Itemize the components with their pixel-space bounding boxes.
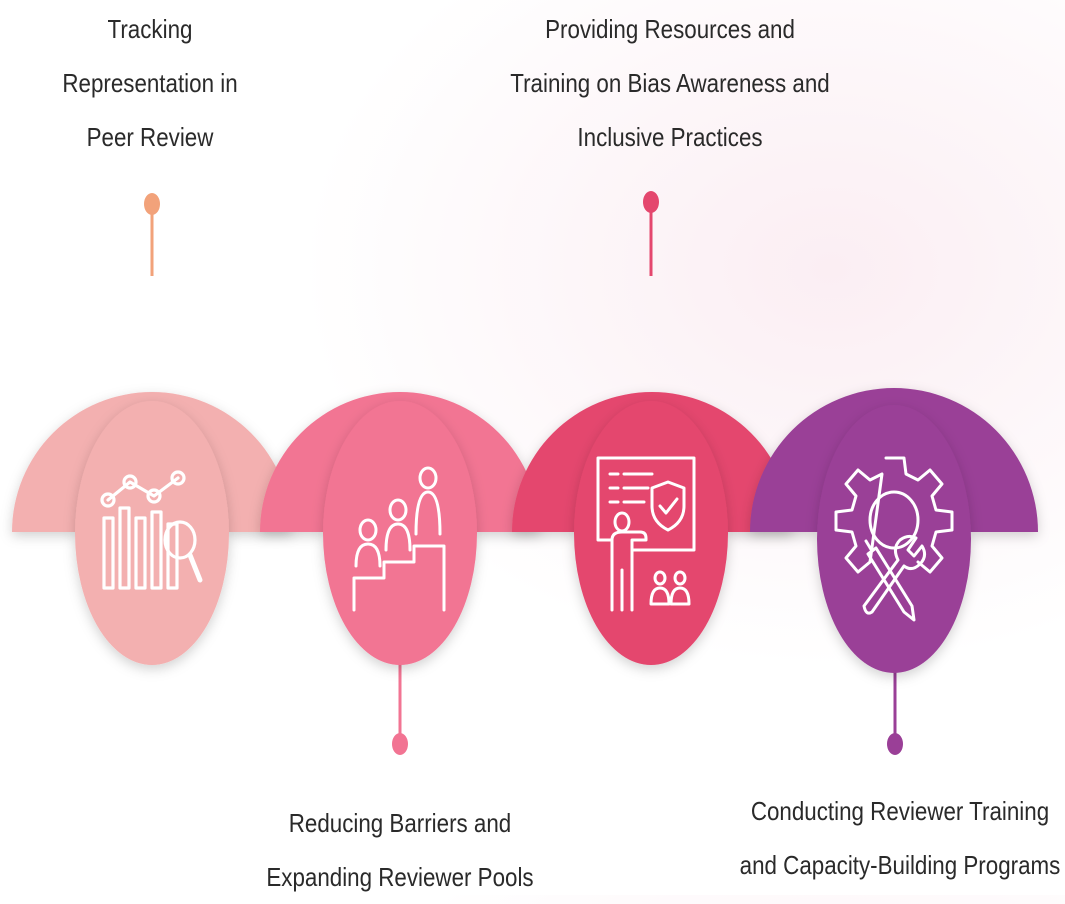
- circle-step-2: [323, 401, 477, 665]
- step-4-label-line: Conducting Reviewer Training: [750, 796, 1050, 826]
- step-3-label-line: Training on Bias Awareness and: [510, 68, 830, 98]
- step-2-label-line: Expanding Reviewer Pools: [266, 862, 534, 892]
- connector-step-3: [643, 191, 659, 276]
- connector-step-1: [144, 193, 160, 276]
- step-3-label-line: Inclusive Practices: [577, 122, 763, 152]
- step-1-label-line: Tracking: [107, 14, 193, 44]
- step-3-label: Providing Resources and Training on Bias…: [455, 2, 885, 164]
- step-1-label-line: Peer Review: [86, 122, 214, 152]
- connector-step-4: [887, 668, 903, 755]
- step-1-label-line: Representation in: [62, 68, 238, 98]
- gear-wrench-pencil-icon: [834, 456, 954, 622]
- step-1-label: Tracking Representation in Peer Review: [21, 2, 279, 164]
- presenter-shield-board-icon: [596, 456, 696, 612]
- people-on-stairs-icon: [352, 466, 446, 612]
- connector-step-2: [392, 660, 408, 755]
- step-3-label-line: Providing Resources and: [545, 14, 795, 44]
- step-2-label: Reducing Barriers and Expanding Reviewer…: [250, 796, 551, 904]
- step-4-label: Conducting Reviewer Training and Capacit…: [719, 784, 1065, 892]
- step-2-label-line: Reducing Barriers and: [288, 808, 512, 838]
- analytics-chart-magnifier-icon: [100, 470, 203, 590]
- step-4-label-line: and Capacity-Building Programs: [739, 850, 1061, 880]
- circle-step-4: [817, 405, 971, 673]
